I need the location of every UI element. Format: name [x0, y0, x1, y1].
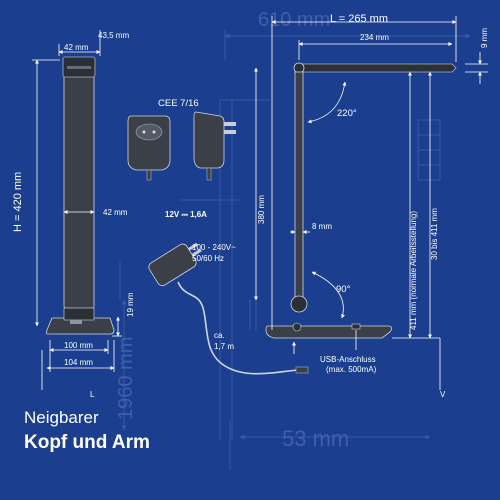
- label-adapter-output: 12V ⎓ 1,6A: [165, 210, 207, 219]
- ghost-bottom-label: 53 mm: [282, 426, 349, 451]
- caption-line-1: Neigbarer: [24, 408, 99, 427]
- arc-head-angle: [307, 81, 347, 124]
- right-lamp-base: [265, 325, 392, 339]
- label-head-angle: 220°: [337, 108, 357, 119]
- label-cable-length-1: ca.: [214, 331, 225, 340]
- label-left-base-outer: 104 mm: [64, 358, 93, 367]
- left-lamp-view: 43,5 mm 42 mm H = 420 mm 42 mm 19 mm 100…: [12, 30, 135, 399]
- label-head-thickness: 9 mm: [480, 28, 489, 48]
- adapter-side: [193, 111, 225, 169]
- label-right-length: L = 265 mm: [330, 13, 388, 25]
- ghost-left-label: 1960 mm: [115, 337, 137, 420]
- label-left-height: H = 420 mm: [12, 172, 24, 232]
- right-lamp-arm: [294, 71, 304, 299]
- label-plug-type: CEE 7/16: [158, 98, 199, 109]
- label-right-view: V: [440, 390, 446, 399]
- right-lamp-head: [295, 63, 457, 73]
- label-arm-height: 380 mm: [257, 195, 266, 224]
- adapter-cable: [177, 281, 299, 375]
- left-lamp-head-slot: [67, 66, 91, 69]
- label-arm-width: 8 mm: [312, 222, 332, 231]
- caption-line-2: Kopf und Arm: [24, 432, 150, 453]
- label-left-view: L: [90, 390, 95, 399]
- label-left-base-height: 19 mm: [126, 292, 135, 317]
- right-lamp-arm-joint: [290, 295, 308, 313]
- left-lamp-column: [63, 59, 95, 309]
- label-left-top-width: 43,5 mm: [98, 31, 129, 40]
- power-adapter-group: CEE 7/16 12V ⎓ 1,6A 100 - 240V~ 50/60 Hz…: [127, 98, 309, 375]
- usb-port: [351, 323, 361, 330]
- label-adapter-input-1: 100 - 240V~: [192, 243, 236, 252]
- ghost-top-label: 610 mm: [258, 9, 330, 31]
- right-lamp-view: L = 265 mm 234 mm 9 mm 220° 380 mm 8 mm …: [254, 13, 489, 399]
- label-left-head-width: 42 mm: [64, 43, 89, 52]
- arc-arm-angle: [311, 271, 345, 319]
- label-height-range: 30 bis 411 mm: [430, 208, 439, 260]
- label-usb: USB-Anschluss: [320, 355, 376, 364]
- label-head-length: 234 mm: [360, 33, 389, 42]
- label-arm-angle: 90°: [336, 284, 351, 295]
- label-left-mid-width: 42 mm: [103, 208, 128, 217]
- label-left-base-inner: 100 mm: [64, 341, 93, 350]
- adapter-plug: [148, 243, 197, 287]
- left-lamp-base: [46, 317, 115, 335]
- label-adapter-input-2: 50/60 Hz: [192, 254, 224, 263]
- right-lamp-head-joint: [293, 62, 305, 74]
- label-total-height: 411 mm (normale Arbeitsstellung): [409, 211, 418, 330]
- label-cable-length-2: 1,7 m: [214, 342, 234, 351]
- label-usb-spec: (max. 500mA): [326, 365, 377, 374]
